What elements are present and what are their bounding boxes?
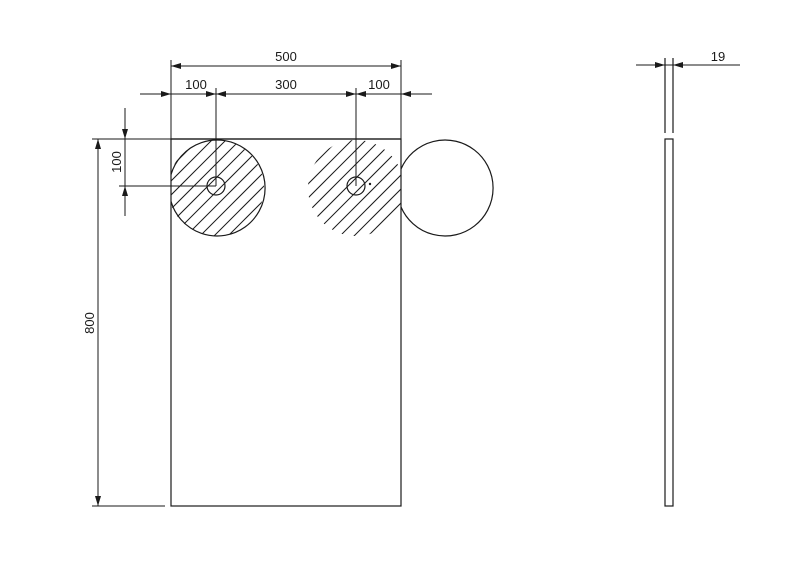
side-view bbox=[664, 58, 674, 507]
hatch-line bbox=[308, 140, 401, 236]
hatch-line bbox=[207, 140, 264, 236]
hatch-line bbox=[0, 92, 148, 284]
hatch-line bbox=[171, 140, 177, 236]
hatch-line bbox=[432, 92, 624, 284]
hatch-line bbox=[319, 140, 401, 236]
side-view-panel bbox=[664, 138, 674, 507]
dim-thickness-label: 19 bbox=[711, 49, 725, 64]
dim-overall-height: 800 bbox=[82, 138, 165, 507]
hatch-line bbox=[361, 140, 401, 236]
dim-thickness: 19 bbox=[636, 49, 740, 68]
hatch-line bbox=[193, 140, 264, 236]
left-hatch-area bbox=[0, 92, 498, 284]
hatch-line bbox=[171, 140, 219, 236]
hatch-line bbox=[306, 92, 498, 284]
hatch-line bbox=[171, 140, 205, 236]
right-hatch-area bbox=[68, 92, 638, 284]
hatch-line bbox=[333, 140, 401, 236]
right-hatch-outline bbox=[400, 139, 494, 237]
hatch-line bbox=[308, 140, 401, 236]
hatch-line bbox=[418, 92, 610, 284]
hatch-line bbox=[404, 92, 596, 284]
hatch-line bbox=[308, 140, 401, 236]
hatch-line bbox=[308, 140, 401, 236]
dim-top-offset-label: 100 bbox=[109, 151, 124, 173]
hatch-line bbox=[308, 140, 387, 236]
hatch-line bbox=[347, 140, 401, 236]
front-view bbox=[0, 92, 638, 507]
hatch-line bbox=[171, 140, 261, 236]
dim-overall-width: 500 bbox=[170, 49, 402, 139]
hatch-line bbox=[171, 140, 264, 236]
hatch-line bbox=[308, 140, 401, 236]
panel-outline bbox=[170, 138, 402, 507]
hatch-line bbox=[389, 140, 401, 236]
hatch-line bbox=[171, 140, 264, 236]
hatch-line bbox=[171, 140, 264, 236]
hatch-line bbox=[171, 140, 191, 236]
hatch-line bbox=[0, 92, 134, 284]
dim-overall-width-label: 500 bbox=[275, 49, 297, 64]
hatch-line bbox=[179, 140, 264, 236]
hatch-line bbox=[171, 140, 264, 236]
hatch-line bbox=[171, 140, 233, 236]
hatch-line bbox=[446, 92, 638, 284]
hatch-line bbox=[0, 92, 120, 284]
hatch-line bbox=[171, 140, 264, 236]
dim-overall-height-label: 800 bbox=[82, 312, 97, 334]
hatch-line bbox=[308, 140, 373, 236]
hatch-line bbox=[308, 140, 401, 236]
hatch-line bbox=[375, 140, 401, 236]
dim-left-offset-label: 100 bbox=[185, 77, 207, 92]
hatch-line bbox=[308, 140, 401, 236]
dim-hole-chain: 100 300 100 bbox=[140, 77, 432, 186]
hatch-line bbox=[171, 140, 247, 236]
hatch-line bbox=[171, 140, 264, 236]
hatch-line bbox=[308, 140, 401, 236]
left-hatch-outline bbox=[170, 139, 266, 237]
dim-top-offset: 100 bbox=[109, 108, 216, 216]
dim-right-offset-label: 100 bbox=[368, 77, 390, 92]
hatch-line bbox=[68, 92, 260, 284]
dim-hole-spacing-label: 300 bbox=[275, 77, 297, 92]
right-hole-mark bbox=[368, 182, 372, 186]
hatch-line bbox=[0, 92, 162, 284]
hatch-line bbox=[171, 140, 264, 236]
